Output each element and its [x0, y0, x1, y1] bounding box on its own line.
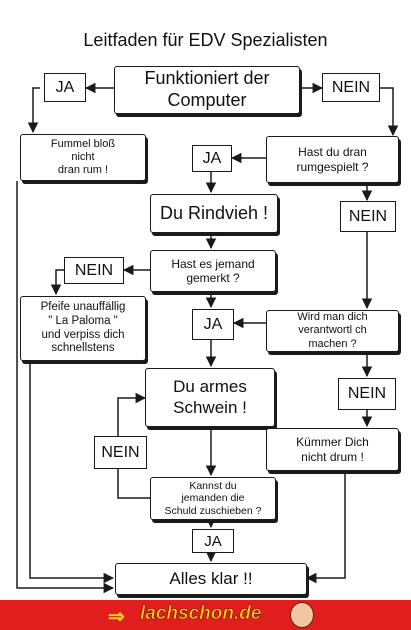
- arrow-ja-to-fummel: [27, 87, 40, 134]
- alles-klar-box: Alles klar !!: [115, 563, 307, 595]
- arrow-nein-to-gespielt: [380, 87, 399, 137]
- arrow-nein-to-schwein: [117, 392, 147, 436]
- answer-ja-top: JA: [44, 73, 86, 102]
- footer-banner: ⇒ lachschon.de: [0, 600, 411, 630]
- schuld-question-box: Kannst du jemanden die Schuld zuschieben…: [150, 477, 276, 520]
- answer-nein-top: NEIN: [322, 73, 380, 102]
- site-logo[interactable]: lachschon.de: [140, 603, 262, 625]
- answer-ja-gespielt: JA: [192, 145, 232, 172]
- smiley-face-icon: [290, 602, 314, 628]
- arrow-nein-to-paloma: [50, 269, 64, 296]
- answer-nein-right-1: NEIN: [340, 201, 396, 232]
- armes-schwein-box: Du armes Schwein !: [145, 368, 275, 427]
- answer-nein-gemerkt: NEIN: [64, 257, 124, 284]
- start-question-box: Funktioniert der Computer: [114, 66, 300, 114]
- arrow-paloma-to-alles-klar: [29, 361, 115, 584]
- arrow-fummel-to-alles-klar: [16, 181, 115, 594]
- kuemmer-dich-box: Kümmer Dich nicht drum !: [266, 428, 399, 471]
- arrow-kuemmer-to-alles-klar: [305, 471, 346, 584]
- fummel-nicht-box: Fummel bloß nicht dran rum !: [20, 134, 146, 181]
- rindvieh-box: Du Rindvieh !: [150, 194, 278, 233]
- page-title: Leitfaden für EDV Spezialisten: [83, 30, 328, 50]
- answer-ja-bottom: JA: [192, 529, 234, 553]
- verantwortlich-question-box: Wird man dich verantwortl ch machen ?: [266, 310, 399, 352]
- gemerkt-question-box: Hast es jemand gemerkt ?: [150, 250, 276, 292]
- double-right-arrow-icon: ⇒: [108, 606, 125, 628]
- connector-lines: [16, 82, 399, 594]
- answer-ja-middle: JA: [192, 309, 234, 340]
- arrow-schuld-to-nein: [117, 469, 150, 499]
- answer-nein-right-2: NEIN: [338, 378, 396, 410]
- answer-nein-left: NEIN: [94, 436, 147, 469]
- la-paloma-box: Pfeife unauffällig " La Paloma " und ver…: [20, 296, 146, 361]
- rumgespielt-question-box: Hast du dran rumgespielt ?: [266, 136, 399, 183]
